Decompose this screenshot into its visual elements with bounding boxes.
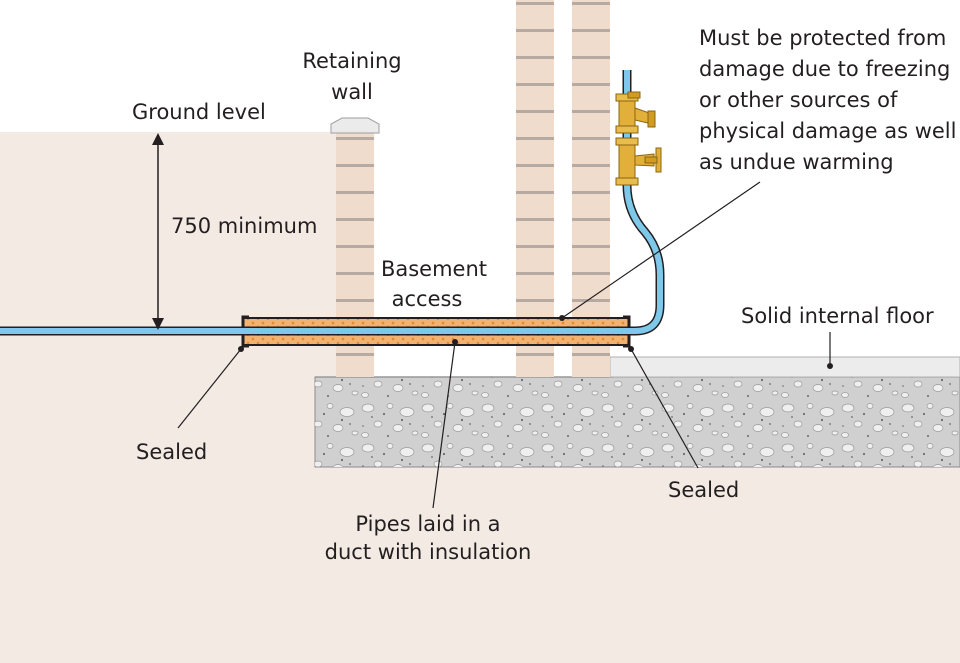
protection-note-line4: physical damage as well (699, 119, 956, 143)
protection-note-line3: or other sources of (699, 88, 898, 112)
minimum-depth-label: 750 minimum (171, 214, 317, 238)
protection-note-line2: damage due to freezing (699, 57, 950, 81)
retaining-wall-label-line1: Retaining (302, 49, 401, 73)
basement-access-label-line1: Basement (381, 257, 487, 281)
sealed-right-label: Sealed (668, 478, 739, 502)
duct-note-line2: duct with insulation (325, 540, 532, 564)
protection-note-line5: as undue warming (699, 150, 894, 174)
retaining-wall-label-line2: wall (331, 80, 373, 104)
brick-wall-inner-leaf (516, 0, 554, 377)
protection-note-line1: Must be protected from (699, 26, 946, 50)
solid-internal-floor-label: Solid internal floor (741, 304, 934, 328)
stop-valve-lower (615, 137, 662, 186)
ground-level-label: Ground level (132, 100, 266, 124)
concrete-slab (314, 376, 960, 468)
leader-lines (177, 181, 833, 509)
solid-internal-floor (609, 356, 960, 378)
basement-access-label-line2: access (392, 287, 463, 311)
brick-wall-outer-leaf (572, 0, 610, 377)
duct-note-line1: Pipes laid in a (355, 512, 500, 536)
water-supply-pipe (0, 70, 665, 336)
sealed-left-label: Sealed (136, 440, 207, 464)
stop-valve-upper (615, 91, 656, 134)
